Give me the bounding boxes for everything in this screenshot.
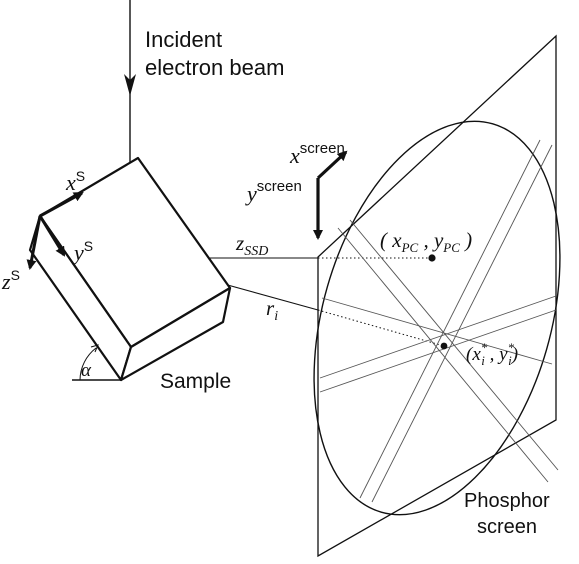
screen-label-line2: screen <box>477 516 537 538</box>
sample-axes <box>26 191 84 270</box>
tilt-angle-symbol: α <box>81 360 92 381</box>
z-ssd-label: zSSD <box>235 231 268 259</box>
sample-y-arrow-icon <box>38 215 66 257</box>
phosphor-screen <box>313 34 561 558</box>
sample-x-arrow-icon <box>39 191 84 218</box>
point-i-label: (x*i , y*i) <box>466 340 518 368</box>
screen-label-line1: Phosphor <box>464 490 550 512</box>
screen-x-arrow-icon <box>316 150 348 180</box>
screen-axes <box>313 150 348 240</box>
screen-y-label: yscreen <box>245 178 302 206</box>
sample-block <box>28 156 232 382</box>
pattern-center-label: ( xPC , yPC ) <box>380 228 472 255</box>
beam-label-line1: Incident <box>145 27 222 52</box>
kikuchi-bands <box>319 139 559 503</box>
sample-z-label: zS <box>1 267 20 294</box>
screen-circle <box>313 120 561 516</box>
tilt-arc-arrow-icon <box>90 344 99 353</box>
pattern-center-dot <box>428 254 436 262</box>
beam-arrow-icon <box>124 74 136 96</box>
sample-z-arrow-icon <box>26 215 42 270</box>
r-i-label: ri <box>266 296 278 324</box>
point-i-dot <box>440 342 448 350</box>
sample-y-label: yS <box>72 238 93 265</box>
sample-label: Sample <box>160 370 231 393</box>
screen-x-label: xscreen <box>289 140 345 168</box>
tilt-angle: α <box>72 344 121 381</box>
sample-x-label: xS <box>65 168 85 195</box>
beam-label-line2: electron beam <box>145 55 284 80</box>
